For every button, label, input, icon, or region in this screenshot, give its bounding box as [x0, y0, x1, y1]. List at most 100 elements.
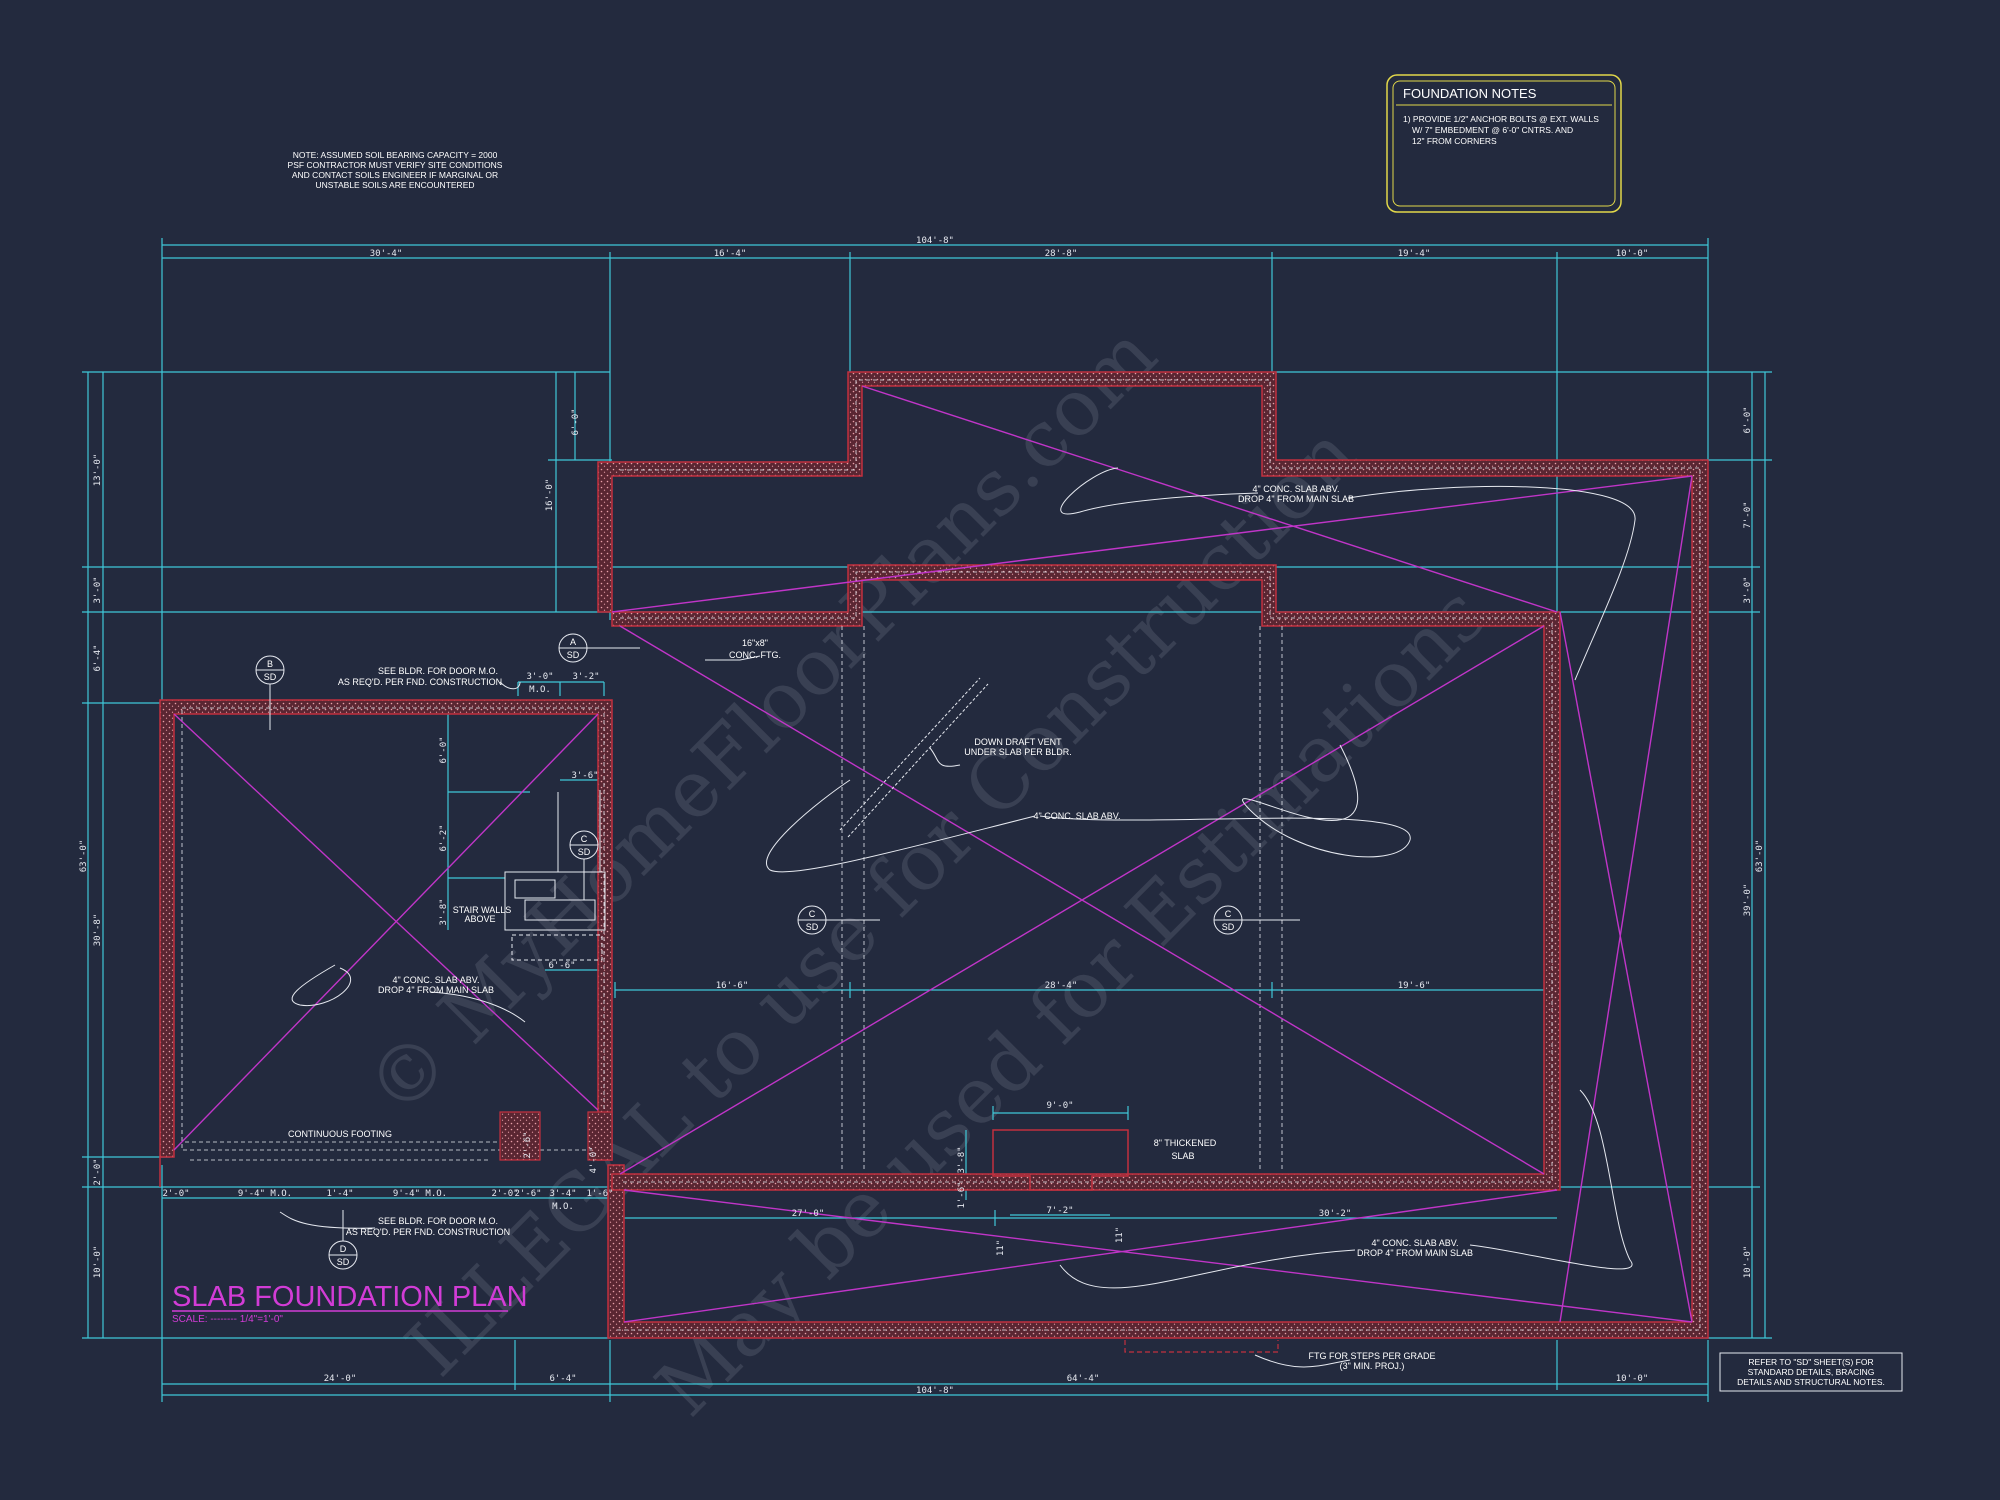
- bubble-d-top: D: [340, 1244, 347, 1254]
- dim-door-mo-2: 3'-2": [572, 672, 599, 682]
- bubble-b-top: B: [267, 659, 273, 669]
- bubble-c3-bottom: SD: [1222, 922, 1235, 932]
- dimension-text: 104'-8" 30'-4" 16'-4" 28'-8" 19'-4" 10'-…: [79, 236, 1765, 1396]
- see-bldr-top-line-2: AS REQ'D. PER FND. CONSTRUCTION: [338, 677, 502, 687]
- see-bldr-bottom-line-2: AS REQ'D. PER FND. CONSTRUCTION: [346, 1227, 510, 1237]
- dim-top-2: 16'-4": [714, 249, 747, 259]
- refer-line-1: REFER TO "SD" SHEET(S) FOR: [1748, 1357, 1873, 1367]
- bubble-c1-bottom: SD: [578, 847, 591, 857]
- dim-garage-offset-2: 16'-0": [545, 479, 555, 512]
- dim-stair-5: 6'-6": [548, 961, 575, 971]
- plan-scale: SCALE: -------- 1/4"=1'-0": [172, 1314, 283, 1325]
- continuous-footing: CONTINUOUS FOOTING: [288, 1129, 392, 1139]
- refer-note-box: REFER TO "SD" SHEET(S) FOR STANDARD DETA…: [1719, 1352, 1903, 1392]
- dim-interior-1: 16'-6": [716, 981, 749, 991]
- bubble-c2-top: C: [809, 909, 816, 919]
- bubble-c2-bottom: SD: [806, 922, 819, 932]
- dim-thick-3: 1'-6": [957, 1181, 967, 1208]
- dim-bottom-1: 24'-0": [324, 1374, 357, 1384]
- dim-interior-2: 28'-4": [1045, 981, 1078, 991]
- bubble-d-bottom: SD: [337, 1257, 350, 1267]
- soil-note-line-1: NOTE: ASSUMED SOIL BEARING CAPACITY = 20…: [293, 150, 498, 160]
- ftg-steps-line-1: FTG FOR STEPS PER GRADE: [1308, 1351, 1435, 1361]
- conc-slab-center: 4" CONC. SLAB ABV.: [1034, 811, 1121, 821]
- conc-slab-porch-line-2: DROP 4" FROM MAIN SLAB: [1357, 1248, 1473, 1258]
- bubble-c1-top: C: [581, 834, 588, 844]
- conc-slab-garage-line-1: 4" CONC. SLAB ABV.: [393, 975, 480, 985]
- foundation-note-line-2: W/ 7" EMBEDMENT @ 6'-0" CNTRS. AND: [1412, 125, 1573, 135]
- dim-top-total: 104'-8": [916, 236, 954, 246]
- conc-slab-garage-line-2: DROP 4" FROM MAIN SLAB: [378, 985, 494, 995]
- dim-bottom-2: 6'-4": [549, 1374, 576, 1384]
- dim-left-2: 3'-0": [93, 576, 103, 603]
- dim-thick-4: 7'-2": [1046, 1206, 1073, 1216]
- dim-left-4: 30'-8": [93, 914, 103, 947]
- bubble-a-top: A: [570, 637, 576, 647]
- thickened-slab-line-1: 8" THICKENED: [1154, 1138, 1217, 1148]
- dim-stair-1: 6'-0": [439, 736, 449, 763]
- dim-top-4: 19'-4": [1398, 249, 1431, 259]
- conc-slab-top-line-2: DROP 4" FROM MAIN SLAB: [1238, 494, 1354, 504]
- leader-curves: [279, 467, 1636, 1368]
- dim-thick-1: 9'-0": [1046, 1101, 1073, 1111]
- dim-left-1: 13'-0": [93, 454, 103, 487]
- dim-garage-offset-1: 6'-0": [571, 408, 581, 435]
- thickened-slab: [992, 1129, 1129, 1191]
- dim-garage-bottom-3: 1'-4": [326, 1189, 353, 1199]
- soil-note: NOTE: ASSUMED SOIL BEARING CAPACITY = 20…: [288, 150, 503, 190]
- stair-walls-line-2: ABOVE: [464, 914, 495, 924]
- dim-right-2: 7'-0": [1743, 501, 1753, 528]
- dim-stair-4: 3'-8": [439, 898, 449, 925]
- dim-left-6: 10'-0": [93, 1246, 103, 1279]
- dim-right-4: 39'-0": [1743, 884, 1753, 917]
- dim-thick-5: 11": [996, 1240, 1006, 1256]
- foundation-notes-box: FOUNDATION NOTES 1) PROVIDE 1/2" ANCHOR …: [1386, 74, 1622, 213]
- dim-bottom-3: 64'-4": [1067, 1374, 1100, 1384]
- see-bldr-top-line-1: SEE BLDR. FOR DOOR M.O.: [378, 666, 498, 676]
- plan-title: SLAB FOUNDATION PLAN: [172, 1281, 528, 1313]
- slab-diagonals: [173, 385, 1693, 1323]
- dim-right-total: 63'-0": [1755, 840, 1765, 873]
- conc-ftg-line-2: CONC. FTG.: [729, 650, 781, 660]
- foundation-note-line-1: 1) PROVIDE 1/2" ANCHOR BOLTS @ EXT. WALL…: [1403, 114, 1599, 124]
- ftg-steps-line-2: (3" MIN. PROJ.): [1340, 1361, 1405, 1371]
- dim-bottom-4: 10'-0": [1616, 1374, 1649, 1384]
- dim-left-5: 2'-0": [93, 1158, 103, 1185]
- dim-left-total: 63'-0": [79, 840, 89, 873]
- dim-garage-bottom-1: 2'-0": [162, 1189, 189, 1199]
- dim-garage-bottom-8: 1'-6": [586, 1189, 613, 1199]
- annotation-labels: SEE BLDR. FOR DOOR M.O. AS REQ'D. PER FN…: [288, 484, 1473, 1371]
- dim-stair-3: 6'-2": [439, 824, 449, 851]
- conc-slab-top-line-1: 4" CONC. SLAB ABV.: [1253, 484, 1340, 494]
- dim-interior-3: 19'-6": [1398, 981, 1431, 991]
- dim-top-3: 28'-8": [1045, 249, 1078, 259]
- dim-right-1: 6'-0": [1743, 406, 1753, 433]
- foundation-note-line-3: 12" FROM CORNERS: [1412, 136, 1497, 146]
- down-draft-line-2: UNDER SLAB PER BLDR.: [964, 747, 1072, 757]
- dim-top-1: 30'-4": [370, 249, 403, 259]
- stair-walls: [504, 790, 606, 961]
- dim-top-5: 10'-0": [1616, 249, 1649, 259]
- foundation-notes-title: FOUNDATION NOTES: [1403, 86, 1537, 101]
- bubble-a-bottom: SD: [567, 650, 580, 660]
- dim-thick-6: 11": [1115, 1227, 1125, 1243]
- dim-door-mo-3: M.O.: [529, 685, 551, 695]
- see-bldr-bottom-line-1: SEE BLDR. FOR DOOR M.O.: [378, 1216, 498, 1226]
- dim-thick-2: 3'-8": [957, 1146, 967, 1173]
- dim-garage-bottom-5: 2'-0": [491, 1189, 518, 1199]
- bubble-c3-top: C: [1225, 909, 1232, 919]
- thickened-slab-line-2: SLAB: [1171, 1151, 1194, 1161]
- dim-garage-bottom-2: 9'-4" M.O.: [238, 1189, 292, 1199]
- dim-garage-bottom-7: 3'-4": [549, 1189, 576, 1199]
- dim-stair-2: 3'-6": [571, 771, 598, 781]
- dim-garage-bottom-6: 2'-6": [514, 1189, 541, 1199]
- main-house-footing: [597, 371, 1709, 1339]
- conc-ftg-line-1: 16"x8": [742, 638, 768, 648]
- down-draft-vent: [839, 677, 989, 838]
- dim-porch-2: 30'-2": [1319, 1209, 1352, 1219]
- dim-garage-bottom-10: 2'-6": [523, 1131, 533, 1158]
- down-draft-line-1: DOWN DRAFT VENT: [974, 737, 1062, 747]
- dim-right-5: 10'-0": [1743, 1246, 1753, 1279]
